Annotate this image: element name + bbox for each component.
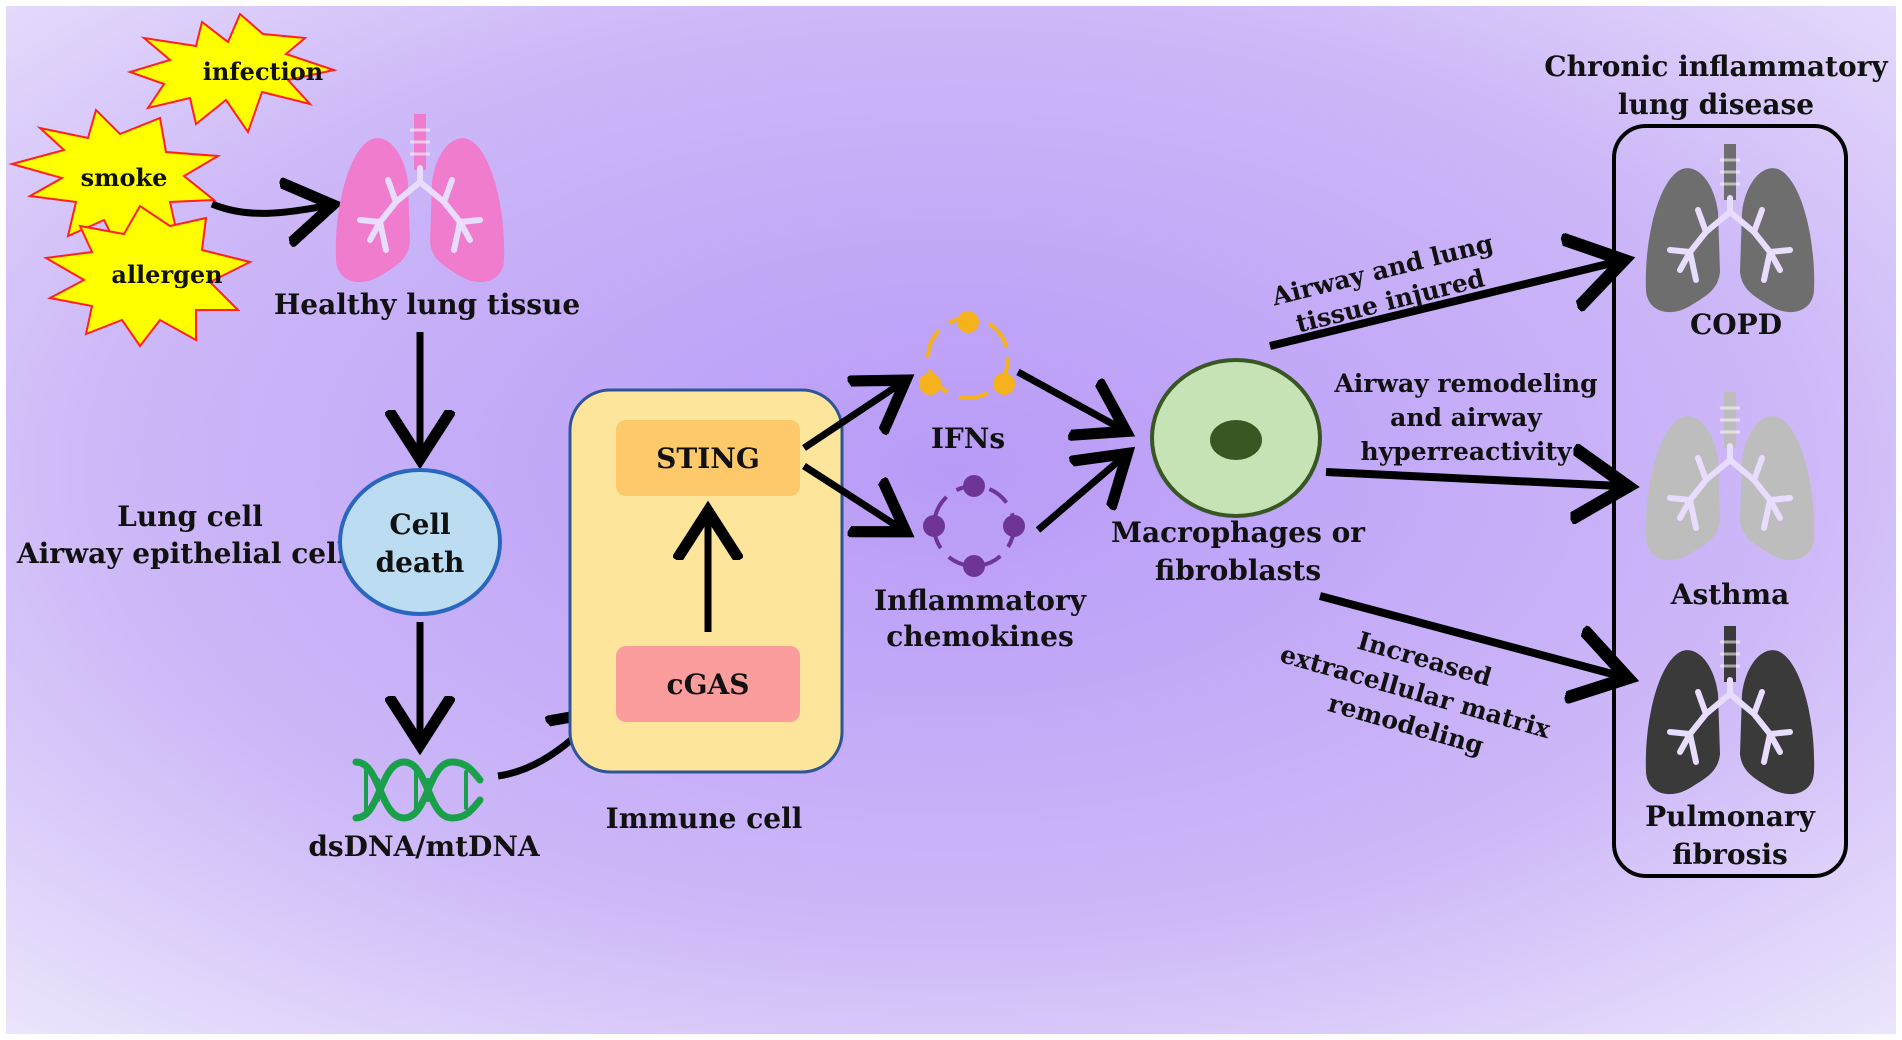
asthma-arrow-label-line1: Airway remodeling <box>1333 369 1597 398</box>
smoke-to-lung-arrow <box>210 204 326 213</box>
fibrosis-label-line1: Pulmonary <box>1645 800 1816 833</box>
to-asthma-arrow <box>1325 472 1620 486</box>
airway-epithelial-label: Airway epithelial cells <box>16 537 363 570</box>
ifns-label: IFNs <box>931 422 1005 455</box>
allergen-burst-shape <box>42 204 253 348</box>
chemokines-label-line2: chemokines <box>886 620 1074 653</box>
chemokines-icon <box>923 475 1025 577</box>
immune-cell-label: Immune cell <box>606 802 803 835</box>
ifns-icon <box>919 311 1015 400</box>
macrophage-nucleus <box>1210 420 1262 460</box>
sting-box <box>616 420 800 496</box>
sting-label: STING <box>656 442 760 475</box>
chemokines-to-macrophage-arrow <box>1035 458 1122 533</box>
asthma-label: Asthma <box>1670 578 1790 611</box>
cgas-label: cGAS <box>667 668 750 701</box>
sting-to-chemokines-arrow <box>802 463 900 528</box>
to-fibrosis-arrow <box>1318 592 1620 676</box>
disease-panel-title-line1: Chronic inflammatory <box>1544 50 1888 83</box>
healthy-lung-label: Healthy lung tissue <box>274 288 580 321</box>
infection-burst-shape <box>126 12 338 135</box>
sting-to-ifns-arrow <box>802 384 900 451</box>
ifns-to-macrophage-arrow <box>1016 368 1120 428</box>
disease-panel-title-line2: lung disease <box>1618 88 1814 121</box>
dna-label: dsDNA/mtDNA <box>308 830 541 863</box>
infection-starburst: infection <box>126 12 338 135</box>
allergen-label: allergen <box>111 260 222 289</box>
cell-death-node <box>338 468 502 616</box>
macrophage-label-line1: Macrophages or <box>1111 516 1366 549</box>
chemokines-label-line1: Inflammatory <box>874 584 1087 617</box>
lung-cell-label: Lung cell <box>117 500 263 533</box>
infection-label: infection <box>203 57 323 86</box>
macrophage-label-line2: fibroblasts <box>1155 554 1321 587</box>
to-copd-arrow <box>1269 262 1616 350</box>
copd-label: COPD <box>1690 308 1782 341</box>
smoke-burst-shape <box>8 108 222 255</box>
smoke-starburst: smoke <box>8 108 222 255</box>
cell-death-label-line1: Cell <box>389 508 450 541</box>
cell-death-label-line2: death <box>376 546 465 579</box>
cgas-box <box>616 646 800 722</box>
allergen-starburst: allergen <box>42 204 253 348</box>
fibrosis-label-line2: fibrosis <box>1672 838 1788 871</box>
disease-panel <box>1612 124 1848 878</box>
asthma-arrow-label-line2: and airway <box>1390 403 1543 432</box>
smoke-label: smoke <box>81 163 168 192</box>
asthma-arrow-label-line3: hyperreactivity <box>1361 437 1573 466</box>
dna-icon <box>352 758 484 822</box>
